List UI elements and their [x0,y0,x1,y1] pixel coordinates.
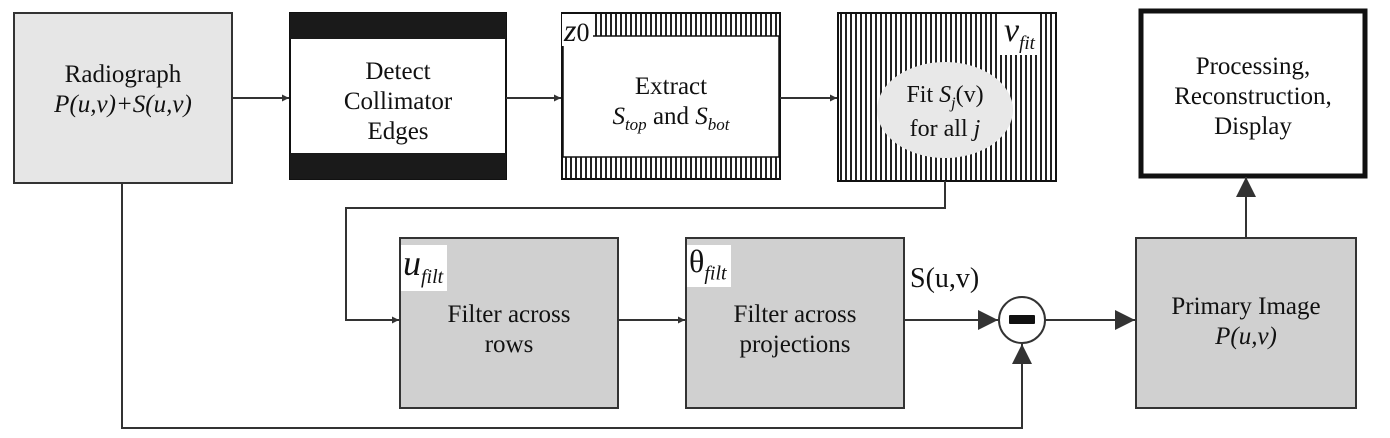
detect-line3: Edges [367,118,429,145]
extract-and: and [652,103,690,130]
radiograph-title: Radiograph [64,61,182,88]
primary-line1: Primary Image [1171,293,1321,320]
fit-arg: (v) [955,82,984,108]
processing-line3: Display [1214,113,1292,140]
fit-line1: Fit Sj(v) [877,80,1013,114]
extract-symbol: z0 [562,12,594,48]
filter-proj-symbol: θfilt [687,243,731,288]
fit-symbol-sub: fit [1019,32,1035,54]
fit-word: Fit [906,82,934,108]
fit-j: j [973,115,981,142]
primary-box [1135,237,1357,409]
extract-label: Extract Stop and Sbot [562,72,780,135]
fit-s-sub: j [951,94,956,112]
extract-symbol-sub: 0 [576,18,590,47]
extract-s2-sub: bot [707,115,730,134]
fit-for-all: for all [909,115,968,142]
fit-symbol-base: v [1004,12,1020,49]
detect-box [289,12,507,180]
fit-s: S [939,82,952,108]
filter-rows-label: Filter across rows [400,300,618,360]
detect-line1: Detect [365,58,431,85]
processing-line1: Processing, [1195,53,1311,80]
fit-ellipse [877,62,1013,158]
arrow-fit-filter-rows [345,181,946,324]
extract-s2: S [695,103,708,130]
detect-top-bar [290,13,506,39]
extract-bottom-stripes [563,157,779,178]
extract-symbol-base: z [564,12,577,48]
filter-rows-symbol: ufilt [401,243,448,292]
filter-proj-label: Filter across projections [686,300,904,360]
fit-label: Fit Sj(v) for all j [877,80,1013,144]
processing-line2: Reconstruction, [1174,83,1332,110]
primary-label: Primary Image P(u,v) [1136,292,1356,352]
processing-label: Processing, Reconstruction, Display [1141,52,1365,142]
primary-line2: P(u,v) [1215,323,1277,350]
filter-rows-line2: rows [484,331,534,358]
extract-s1: S [612,103,625,130]
filter-rows-line1: Filter across [447,301,571,328]
detect-bottom-bar [290,153,506,179]
detect-label: Detect Collimator Edges [290,57,506,147]
filter-proj-symbol-base: θ [689,243,705,279]
radiograph-label: Radiograph P(u,v)+S(u,v) [14,60,232,120]
filter-proj-symbol-sub: filt [704,262,727,285]
extract-line2: Stop and Sbot [562,102,780,135]
extract-line1: Extract [634,73,708,100]
filter-rows-symbol-base: u [403,243,421,283]
scatter-label: S(u,v) [910,263,980,294]
processing-box [1138,8,1368,179]
filter-proj-box [685,237,905,409]
filter-proj-line1: Filter across [733,301,857,328]
extract-top-stripes [563,14,779,36]
radiograph-box [13,12,233,184]
filter-rows-symbol-sub: filt [421,266,444,289]
filter-proj-line2: projections [739,331,851,358]
radiograph-formula: P(u,v)+S(u,v) [54,91,192,118]
extract-s1-sub: top [624,115,647,134]
arrow-radiograph-operator [121,183,1032,429]
detect-line2: Collimator [343,88,453,115]
fit-line2: for all j [877,114,1013,144]
fit-symbol: vfit [1000,14,1038,55]
